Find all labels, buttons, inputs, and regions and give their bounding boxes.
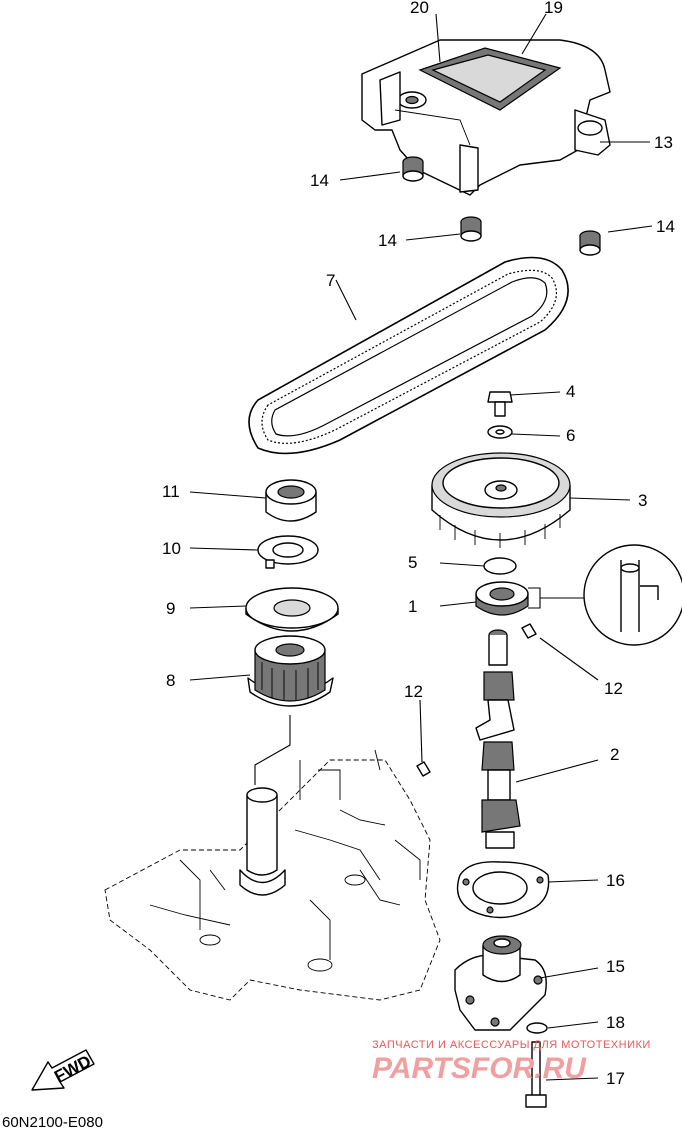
callout-13: 13 <box>654 133 673 152</box>
leader-lines <box>189 13 653 1081</box>
bolt[interactable] <box>487 391 513 417</box>
timing-belt[interactable] <box>248 256 569 455</box>
o-ring[interactable] <box>483 557 517 575</box>
dowel-pin[interactable] <box>416 761 431 777</box>
watermark-logo-text: PARTSFOR.RU <box>372 1052 587 1085</box>
drawing-code: 60N2100-E080 <box>2 1114 103 1130</box>
callout-12: 12 <box>404 682 423 701</box>
callout-16: 16 <box>606 871 625 890</box>
callout-19: 19 <box>544 0 563 17</box>
drive-pulley[interactable] <box>247 635 334 707</box>
rubber-grommet[interactable] <box>579 230 601 256</box>
detail-inset-circle <box>528 544 682 646</box>
washer[interactable] <box>487 425 513 439</box>
cylinder-block <box>104 749 441 1001</box>
callout-6: 6 <box>566 426 575 445</box>
camshaft[interactable] <box>475 629 521 849</box>
callout-18: 18 <box>606 1013 625 1032</box>
callout-14: 14 <box>656 217 675 236</box>
callout-17: 17 <box>606 1069 625 1088</box>
callout-5: 5 <box>408 553 417 572</box>
oil-seal[interactable] <box>475 581 529 616</box>
callout-3: 3 <box>638 491 647 510</box>
pump-bolt[interactable] <box>525 1041 547 1108</box>
fwd-arrow-icon: FWD <box>31 1049 95 1091</box>
callout-9: 9 <box>166 599 175 618</box>
timing-belt-cover[interactable] <box>361 39 611 196</box>
callout-15: 15 <box>606 957 625 976</box>
callout-7: 7 <box>326 271 335 290</box>
callout-8: 8 <box>166 671 175 690</box>
callout-20: 20 <box>410 0 429 17</box>
dowel-pin[interactable] <box>521 623 537 639</box>
callout-11: 11 <box>162 482 180 501</box>
callout-14: 14 <box>310 171 329 190</box>
nut[interactable] <box>265 479 317 522</box>
callout-14: 14 <box>378 231 397 250</box>
pulley-plate[interactable] <box>245 587 339 632</box>
callout-2: 2 <box>610 745 619 764</box>
rubber-grommet[interactable] <box>402 156 424 182</box>
callout-1: 1 <box>408 597 417 616</box>
lock-washer[interactable] <box>257 535 319 569</box>
callout-10: 10 <box>162 539 181 558</box>
watermark-tagline: ЗАПЧАСТИ И АКСЕССУАРЫ ДЛЯ МОТОТЕХНИКИ <box>372 1039 651 1051</box>
washer[interactable] <box>526 1022 548 1034</box>
callout-labels: 20 19 13 14 14 14 7 4 6 3 11 10 5 9 1 8 … <box>162 0 675 1088</box>
camshaft-pulley[interactable] <box>431 452 571 548</box>
oil-pump[interactable] <box>454 935 547 1031</box>
rubber-grommet[interactable] <box>460 216 482 242</box>
callout-4: 4 <box>566 382 575 401</box>
gasket[interactable] <box>456 861 550 919</box>
callout-12: 12 <box>604 679 623 698</box>
watermark: ЗАПЧАСТИ И АКСЕССУАРЫ ДЛЯ МОТОТЕХНИКИ PA… <box>372 1039 651 1085</box>
